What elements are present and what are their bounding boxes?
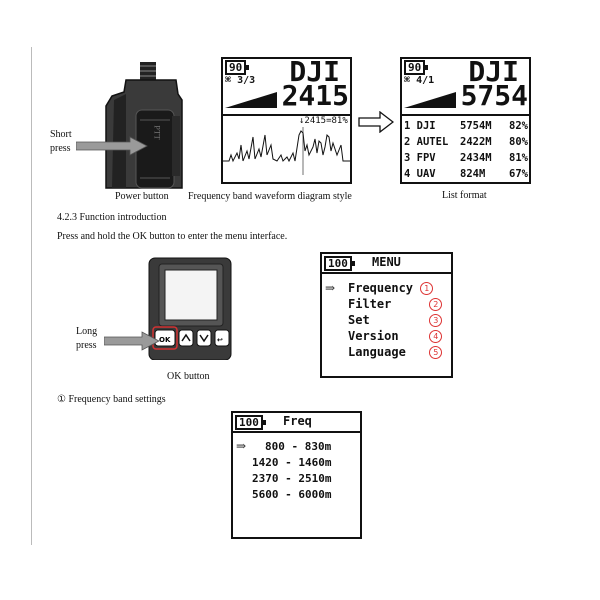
screen-divider [223,114,350,116]
list-item: 4 UAV 824M 67% [404,168,528,180]
menu-item-filter[interactable]: Filter 2 [348,297,443,311]
battery-icon: 100 [235,415,266,430]
brand-name: DJI [289,55,340,88]
page-left-rule [31,47,32,545]
menu-item-frequency[interactable]: Frequency 1 [348,281,434,295]
section-heading-frequency: ① Frequency band settings [57,394,166,405]
screen-divider [402,114,529,116]
list-item: 3 FPV 2434M 81% [404,152,528,164]
page-indicator: ⌘ 4/1 [404,75,435,86]
list-screen: 90 ⌘ 4/1 DJI 5754 1 DJI 5754M 82% 2 AUTE… [400,55,531,184]
band-item[interactable]: 1420 - 1460m [252,456,332,469]
menu-item-set[interactable]: Set 3 [348,313,443,327]
settings-icon: ⌘ [225,75,232,86]
short-press-label: Short press [50,129,72,154]
section-heading-function: 4.2.3 Function introduction [57,212,167,223]
list-item: 2 AUTEL 2422M 80% [404,136,528,148]
signal-ramp-icon [404,92,456,108]
number-badge: 1 [420,282,434,295]
page-indicator: ⌘ 3/3 [225,75,256,86]
battery-icon: 90 [404,60,429,75]
freq-title: Freq [283,414,312,428]
waveform-screen: 90 ⌘ 3/3 DJI 2415 ↓2415=81% [221,55,352,184]
menu-item-version[interactable]: Version 4 [348,329,443,343]
signal-ramp-icon [225,92,277,108]
svg-text:OK: OK [159,336,171,344]
selection-arrow-icon: ⇒ [236,439,247,453]
menu-title: MENU [372,255,401,269]
freq-screen: 100 Freq ⇒ 800 - 830m 1420 - 1460m 2370 … [231,411,362,539]
detection-list: 1 DJI 5754M 82% 2 AUTEL 2422M 80% 3 FPV … [404,118,528,182]
screen-divider [233,431,360,433]
ptt-key-label: PTT [152,125,162,140]
menu-item-language[interactable]: Language 5 [348,345,443,359]
arrow-right-icon [358,111,394,133]
battery-icon: 90 [225,60,250,75]
band-item[interactable]: 2370 - 2510m [252,472,332,485]
device-illustration-ok: OK ↩ [148,257,232,360]
number-badge: 2 [429,298,443,311]
power-button-caption: Power button [115,191,169,202]
device-illustration-power [105,62,183,189]
list-caption: List format [442,190,487,201]
menu-instruction: Press and hold the OK button to enter th… [57,231,288,242]
pointer-arrow-icon [76,136,148,156]
waveform-marker-text: ↓2415=81% [299,116,348,126]
svg-text:↩: ↩ [217,336,223,344]
number-badge: 5 [429,346,443,359]
selection-arrow-icon: ⇒ [325,281,336,295]
menu-screen: 100 MENU ⇒ Frequency 1 Filter 2 Set 3 Ve… [320,252,453,378]
ok-button-caption: OK button [167,371,210,382]
number-badge: 4 [429,330,443,343]
waveform-caption: Frequency band waveform diagram style [188,191,352,202]
frequency-readout: 5754 [460,79,528,112]
pointer-arrow-icon [104,331,160,351]
brand-name: DJI [468,55,519,88]
number-badge: 3 [429,314,443,327]
frequency-readout: 2415 [281,79,349,112]
band-item[interactable]: 5600 - 6000m [252,488,332,501]
screen-divider [322,272,451,274]
battery-icon: 100 [324,256,355,271]
settings-icon: ⌘ [404,75,411,86]
waveform-plot [223,127,350,175]
list-item: 1 DJI 5754M 82% [404,120,528,132]
long-press-label: Long press [76,326,98,351]
band-item[interactable]: 800 - 830m [265,440,332,453]
